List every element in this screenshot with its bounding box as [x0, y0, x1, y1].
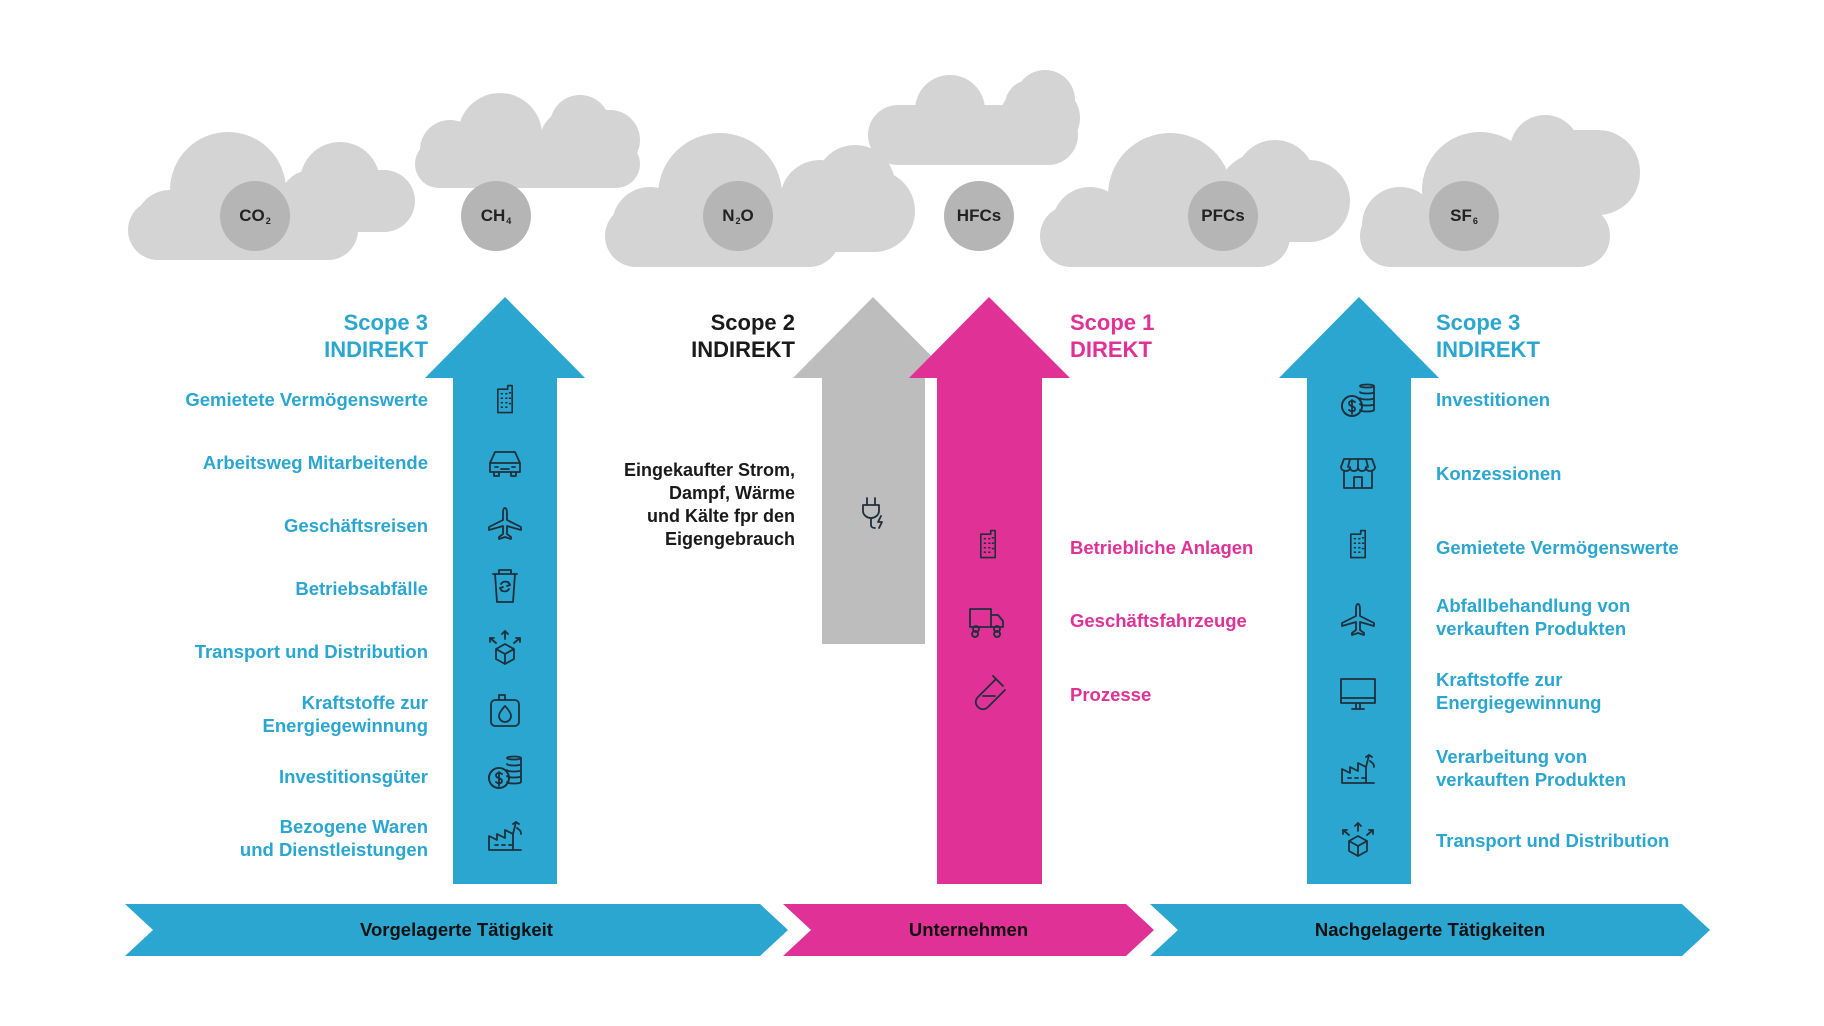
gas-hfcs: HFCs [944, 181, 1014, 251]
scope3-downstream-title: Scope 3 [1436, 310, 1521, 335]
scope1-item-label: Prozesse [1070, 684, 1152, 705]
truck-icon [969, 608, 1004, 638]
building-icon [979, 529, 997, 559]
car-icon [489, 451, 521, 477]
coins-icon [488, 755, 522, 789]
band-upstream: Vorgelagerte Tätigkeit [153, 904, 760, 956]
gas-n2o-label: N2O [722, 206, 754, 226]
scope1-item-label: Geschäftsfahrzeuge [1070, 610, 1247, 631]
airplane-icon [1341, 603, 1375, 636]
downstream-item-label: Transport und Distribution [1436, 830, 1670, 851]
band-company-shape [783, 904, 1154, 956]
upstream-item-label: Geschäftsreisen [284, 515, 428, 536]
test-tube-icon [974, 675, 1006, 711]
monitor-icon [1340, 678, 1376, 710]
gas-sf6: SF6 [1429, 181, 1499, 251]
gas-pfcs: PFCs [1188, 181, 1258, 251]
band-downstream-shape [1150, 904, 1710, 956]
scope3-upstream-heading: Scope 3 INDIREKT [324, 309, 428, 363]
scope2-arrow [793, 297, 953, 644]
scope2-type: INDIREKT [691, 337, 795, 362]
recycle-bin-icon [492, 569, 518, 603]
gas-hfcs-label: HFCs [956, 206, 1002, 225]
airplane-icon [488, 507, 522, 540]
band-company-label: Unternehmen [908, 919, 1029, 940]
building-icon [496, 384, 514, 414]
gas-sf6-label: SF6 [1450, 206, 1478, 226]
downstream-item-label: Investitionen [1436, 389, 1551, 410]
scope2-title: Scope 2 [710, 310, 795, 335]
scope1-heading: Scope 1 DIREKT [1070, 309, 1154, 363]
plug-icon [862, 497, 883, 529]
band-downstream-label: Nachgelagerte Tätigkeiten [1314, 919, 1546, 940]
downstream-item-label: Verarbeitung von verkauften Produkten [1436, 746, 1627, 790]
scope2-heading: Scope 2 INDIREKT [691, 309, 795, 363]
gas-ch4-label: CH4 [480, 206, 512, 226]
scope3-downstream-type: INDIREKT [1436, 337, 1540, 362]
box-distribution-icon [489, 630, 521, 665]
band-upstream-label: Vorgelagerte Tätigkeit [360, 919, 553, 940]
downstream-item-label: Abfallbehandlung von verkauften Produkte… [1436, 595, 1631, 639]
band-downstream: Nachgelagerte Tätigkeiten [1178, 904, 1682, 956]
gas-co2: CO2 [220, 181, 290, 251]
band-upstream-shape [125, 904, 788, 956]
scope3-downstream-arrow [1279, 297, 1439, 884]
gas-pfcs-label: PFCs [1201, 206, 1245, 225]
scope1-type: DIREKT [1070, 337, 1152, 362]
scope1-title: Scope 1 [1070, 310, 1155, 335]
upstream-item-label: Transport und Distribution [194, 641, 428, 662]
gas-co2-label: CO2 [239, 206, 271, 226]
upstream-item-label: Arbeitsweg Mitarbeitende [202, 452, 428, 473]
cloud-ch4 [415, 93, 640, 188]
building-icon [1349, 529, 1367, 559]
scope3-upstream-type: INDIREKT [324, 337, 428, 362]
upstream-item-label: Gemietete Vermögenswerte [185, 389, 428, 410]
band-company: Unternehmen [811, 904, 1126, 956]
scope3-upstream-title: Scope 3 [343, 310, 428, 335]
gas-n2o: N2O [703, 181, 773, 251]
storefront-icon [1340, 458, 1376, 489]
box-distribution-icon [1342, 822, 1374, 857]
scope2-item-label: Eingekaufter Strom, Dampf, Wärme und Käl… [623, 460, 795, 549]
downstream-item-label: Kraftstoffe zur Energiegewinnung [1436, 669, 1602, 713]
scope1-item-label: Betriebliche Anlagen [1070, 537, 1254, 558]
scope1-arrow [909, 297, 1070, 884]
upstream-item-label: Betriebsabfälle [295, 578, 428, 599]
scope3-downstream-heading: Scope 3 INDIREKT [1436, 309, 1540, 363]
cloud-hfcs-top [868, 70, 1080, 165]
factory-icon [1341, 754, 1375, 784]
gas-ch4: CH4 [461, 181, 531, 251]
factory-icon [488, 821, 522, 851]
upstream-item-label: Investitionsgüter [278, 766, 428, 787]
downstream-item-label: Konzessionen [1436, 463, 1562, 484]
coins-icon [1341, 383, 1375, 417]
upstream-item-label: Bezogene Waren und Dienstleistungen [239, 816, 428, 860]
fuel-canister-icon [490, 694, 520, 727]
upstream-item-label: Kraftstoffe zur Energiegewinnung [262, 692, 428, 736]
downstream-item-label: Gemietete Vermögenswerte [1436, 537, 1679, 558]
